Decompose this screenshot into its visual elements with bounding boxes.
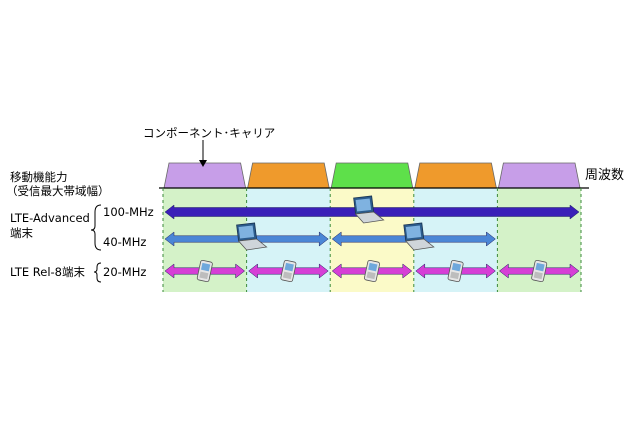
- frequency-axis-label: 周波数: [585, 168, 625, 183]
- component-carrier-pointer-head: [199, 160, 207, 167]
- annotations: [90, 140, 207, 283]
- phone-icon: [364, 259, 380, 283]
- phone-icon: [531, 259, 548, 283]
- phone-icon: [447, 259, 464, 283]
- component-carrier-4: [414, 162, 497, 189]
- lte-rel8-terminal-label: LTE Rel-8端末: [10, 265, 85, 279]
- rel8-brace: [93, 262, 102, 283]
- lte-advanced-brace: [90, 204, 102, 251]
- bandwidth-100mhz-label: 100-MHz: [103, 205, 154, 219]
- component-carrier-label: コンポーネント･キャリア: [143, 126, 276, 140]
- phone-icon: [196, 259, 213, 283]
- laptop-icon: [403, 222, 435, 251]
- component-carrier-2: [247, 162, 330, 189]
- component-carrier-5: [497, 162, 581, 189]
- device-icons: [196, 195, 548, 283]
- lte-advanced-terminal-label-2: 端末: [10, 226, 33, 240]
- bandwidth-40mhz-label: 40-MHz: [103, 235, 147, 249]
- max-rx-bandwidth-label: （受信最大帯域幅）: [6, 184, 110, 198]
- lte-advanced-terminal-label: LTE-Advanced: [10, 211, 90, 225]
- bandwidth-20mhz-label: 20-MHz: [103, 265, 147, 279]
- component-carrier-3: [330, 162, 414, 189]
- mobile-capability-label: 移動機能力: [10, 170, 68, 184]
- component-carrier-1: [163, 162, 247, 189]
- carrier-dividers: [162, 188, 582, 292]
- component-carriers: [159, 162, 589, 189]
- phone-icon: [280, 259, 297, 283]
- laptop-icon: [236, 222, 268, 251]
- laptop-icon: [353, 195, 385, 224]
